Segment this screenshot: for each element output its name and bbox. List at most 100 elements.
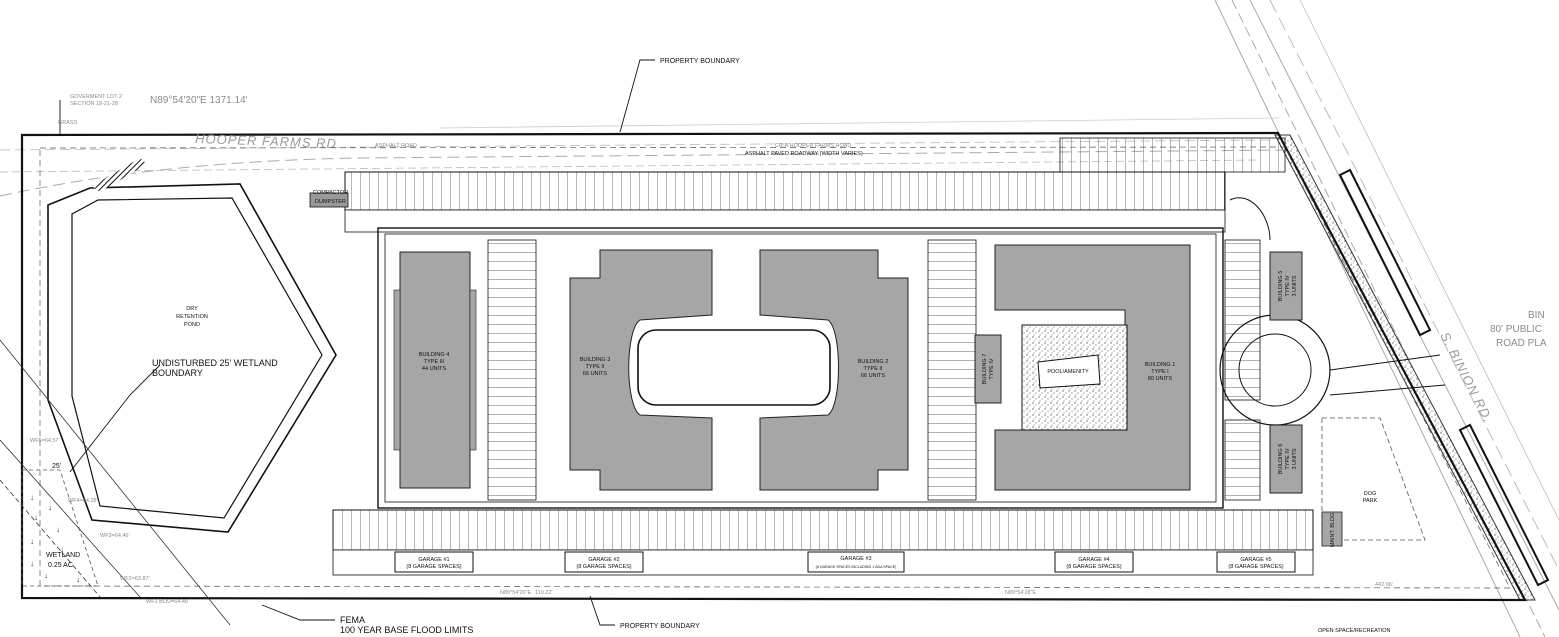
label-wf4: WF4=64.28' <box>68 498 98 504</box>
courtyard-2-3 <box>637 329 831 406</box>
label-garage-4-note: (8 GARAGE SPACES) <box>1066 564 1121 570</box>
label-fema-1: FEMA <box>340 615 365 625</box>
label-bearing-bottom-right: N89°54'28"E <box>1005 590 1037 596</box>
label-building-1-name: BUILDING 1 <box>1145 362 1176 368</box>
label-gov-lot-2: SECTION 18-21-28 <box>70 101 118 107</box>
label-wetland-25: 25' <box>52 463 61 470</box>
label-row-1: 80' PUBLIC <box>1490 324 1542 335</box>
label-bearing-top: N89°54'20"E 1371.14' <box>150 95 248 106</box>
label-wf5: WF5=64.57' <box>30 438 60 444</box>
label-building-2-type: TYPE II <box>864 366 883 372</box>
label-building-5-name: BUILDING 5 <box>1278 271 1284 302</box>
label-hooper-road: HOOPER FARMS RD <box>195 131 337 151</box>
label-pool-amenity: POOL/AMENITY <box>1047 369 1089 375</box>
label-garage-3-note: (8 GARAGE SPACES INCLUDING 1 ADA SPACE) <box>816 565 897 569</box>
label-garage-1-name: GARAGE #1 <box>418 557 449 563</box>
svg-text:↓: ↓ <box>34 513 38 522</box>
hooper-farms-road <box>0 117 1291 197</box>
label-wf3: WF3=64.46' <box>100 533 130 539</box>
label-building-4-name: BUILDING 4 <box>419 352 450 358</box>
svg-text:↓: ↓ <box>30 559 34 568</box>
label-compactor-2: DUMPSTER <box>315 199 346 205</box>
label-building-6-units: 3 UNITS <box>1292 448 1298 469</box>
building-5-shape <box>1269 251 1303 321</box>
label-garage-5-note: (8 GARAGE SPACES) <box>1228 564 1283 570</box>
building-6-shape <box>1269 424 1303 494</box>
label-building-2-name: BUILDING 2 <box>858 359 889 365</box>
garage-3-shape <box>807 551 905 573</box>
label-building-1-units: 80 UNITS <box>1148 376 1172 382</box>
label-pond-1: DRY <box>186 306 198 312</box>
label-bearing-bottom-left-dist: 110.22' <box>535 590 552 596</box>
label-asphalt-road: ASPHALT ROAD <box>375 143 417 149</box>
garage-1-shape <box>394 551 474 573</box>
label-building-7-name: BUILDING 7 <box>982 354 988 385</box>
svg-text:↓: ↓ <box>30 537 34 546</box>
building-4-shape <box>393 251 477 489</box>
label-building-5-units: 3 UNITS <box>1292 275 1298 296</box>
garage-4-shape <box>1054 551 1134 573</box>
setback-line <box>39 146 1511 589</box>
label-building-4-units: 44 UNITS <box>422 366 446 372</box>
pool-amenity-area <box>1021 324 1128 431</box>
label-row-2: ROAD PLA <box>1496 338 1547 349</box>
label-garage-3-name: GARAGE #3 <box>840 556 871 562</box>
dog-park <box>1321 417 1426 541</box>
property-boundary-line <box>20 131 1527 602</box>
label-building-6-name: BUILDING 6 <box>1278 444 1284 475</box>
garage-2-shape <box>564 551 644 573</box>
building-2-shape <box>759 249 909 491</box>
label-fema-2: 100 YEAR BASE FLOOD LIMITS <box>340 625 473 635</box>
label-property-boundary-bottom: PROPERTY BOUNDARY <box>620 623 700 630</box>
label-building-2-units: 66 UNITS <box>861 373 885 379</box>
label-garage-4-name: GARAGE #4 <box>1078 557 1109 563</box>
leader-lines <box>59 59 655 626</box>
building-1-shape <box>994 244 1191 491</box>
svg-text:↓: ↓ <box>30 493 34 502</box>
label-dog-1: DOG <box>1364 491 1377 497</box>
wetland-area: ↓↓ ↓↓ ↓↓ ↓↓ ↓ <box>0 339 231 626</box>
label-wetland-boundary-2: BOUNDARY <box>152 368 203 378</box>
label-gov-lot-1: GOVERMENT LOT 2 <box>70 94 122 100</box>
label-wetland-1: WETLAND <box>46 552 80 559</box>
label-paved-roadway: ASPHALT PAVED ROADWAY (WIDTH VARIES) <box>745 151 863 157</box>
label-distance-442: 442.06' <box>1375 582 1393 588</box>
svg-text:↓: ↓ <box>76 575 80 584</box>
building-7-shape <box>974 334 1002 404</box>
drive-aisles <box>332 137 1446 576</box>
svg-text:↓: ↓ <box>48 503 52 512</box>
label-hooper-road-small: CR-A HOOPER FARMS ROAD <box>775 143 851 149</box>
svg-text:↓: ↓ <box>44 571 48 580</box>
label-binion-road: S. BINION RD. <box>1437 330 1496 426</box>
label-wf2: WF2=63.87' <box>120 576 150 582</box>
label-building-7-type: TYPE IV <box>989 358 995 379</box>
label-compactor-1: COMPACTOR <box>313 190 348 196</box>
building-3-shape <box>569 249 713 491</box>
label-building-4-type: TYPE III <box>424 359 445 365</box>
label-garage-5-name: GARAGE #5 <box>1240 557 1271 563</box>
maintenance-building <box>1321 511 1343 547</box>
label-property-boundary-top: PROPERTY BOUNDARY <box>660 58 740 65</box>
label-building-1-type: TYPE I <box>1151 369 1169 375</box>
label-open-space: OPEN SPACE/RECREATION <box>1318 628 1391 634</box>
svg-text:↓: ↓ <box>56 525 60 534</box>
compactor-dumpster <box>309 192 349 208</box>
label-bin-partial: BIN <box>1528 310 1545 321</box>
label-building-3-type: TYPE II <box>586 364 605 370</box>
label-wetland-boundary-1: UNDISTURBED 25' WETLAND <box>152 358 278 368</box>
label-building-3-units: 66 UNITS <box>583 371 607 377</box>
label-garage-1-note: (8 GARAGE SPACES) <box>406 564 461 570</box>
label-garage-2-name: GARAGE #2 <box>588 557 619 563</box>
label-wetland-2: 0.25 AC <box>48 562 73 569</box>
garage-5-shape <box>1216 551 1296 573</box>
label-bearing-bottom-left: N89°54'20"E <box>500 590 532 596</box>
label-garage-2-note: (8 GARAGE SPACES) <box>576 564 631 570</box>
label-grass: GRASS <box>58 120 78 126</box>
label-pond-2: RETENTION <box>176 314 208 320</box>
label-wf1: WF1 BOU=64.48 <box>146 599 188 605</box>
dry-retention-pond <box>47 158 337 533</box>
label-dog-2: PARK <box>1363 498 1378 504</box>
label-pond-3: POND <box>184 322 200 328</box>
label-building-6-type: TYPE IV <box>1285 448 1291 469</box>
